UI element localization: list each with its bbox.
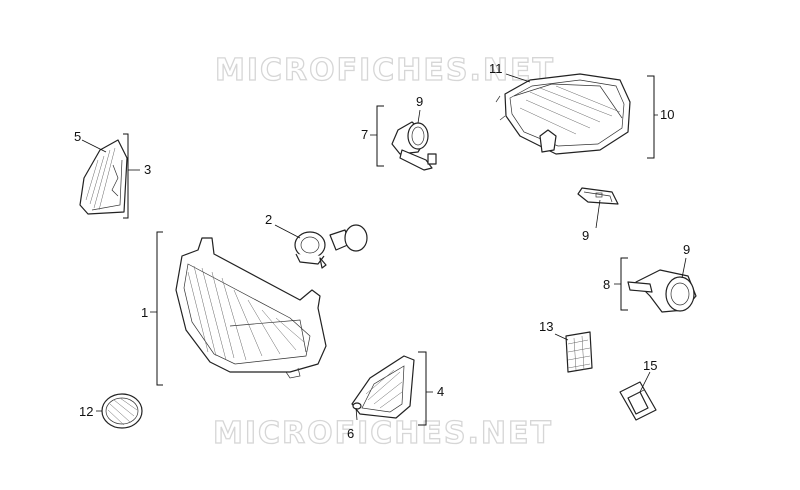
bulb-holder-top (391, 121, 437, 171)
callout-3: 3 (144, 162, 151, 177)
callout-9-right: 9 (683, 242, 690, 257)
watermark-top: MICROFICHES.NET (215, 53, 555, 88)
side-lens (351, 355, 415, 419)
turn-signal-left (79, 139, 128, 215)
bulb-holder-right (627, 269, 697, 313)
headlight (175, 237, 327, 379)
callout-11: 10 (660, 107, 674, 122)
license-plate-light (577, 187, 619, 205)
round-reflector (101, 393, 143, 429)
callout-1: 1 (141, 305, 148, 320)
callout-8: 8 (603, 277, 610, 292)
callout-13: 12 (79, 404, 93, 419)
switch-part (619, 381, 657, 421)
callout-2: 2 (265, 212, 272, 227)
callout-9-top: 9 (416, 94, 423, 109)
watermark-bottom: MICROFICHES.NET (213, 416, 553, 451)
rectangular-reflector (565, 331, 593, 373)
taillight (495, 73, 631, 155)
callout-6: 6 (347, 426, 354, 441)
callout-10: 9 (582, 228, 589, 243)
callout-14: 13 (539, 319, 553, 334)
callout-5: 5 (74, 129, 81, 144)
leader-lines (81, 73, 687, 426)
callout-12: 11 (489, 61, 503, 76)
callout-4: 4 (437, 384, 444, 399)
callout-7: 7 (361, 127, 368, 142)
callout-15: 15 (643, 358, 657, 373)
bulb-socket (294, 224, 368, 269)
